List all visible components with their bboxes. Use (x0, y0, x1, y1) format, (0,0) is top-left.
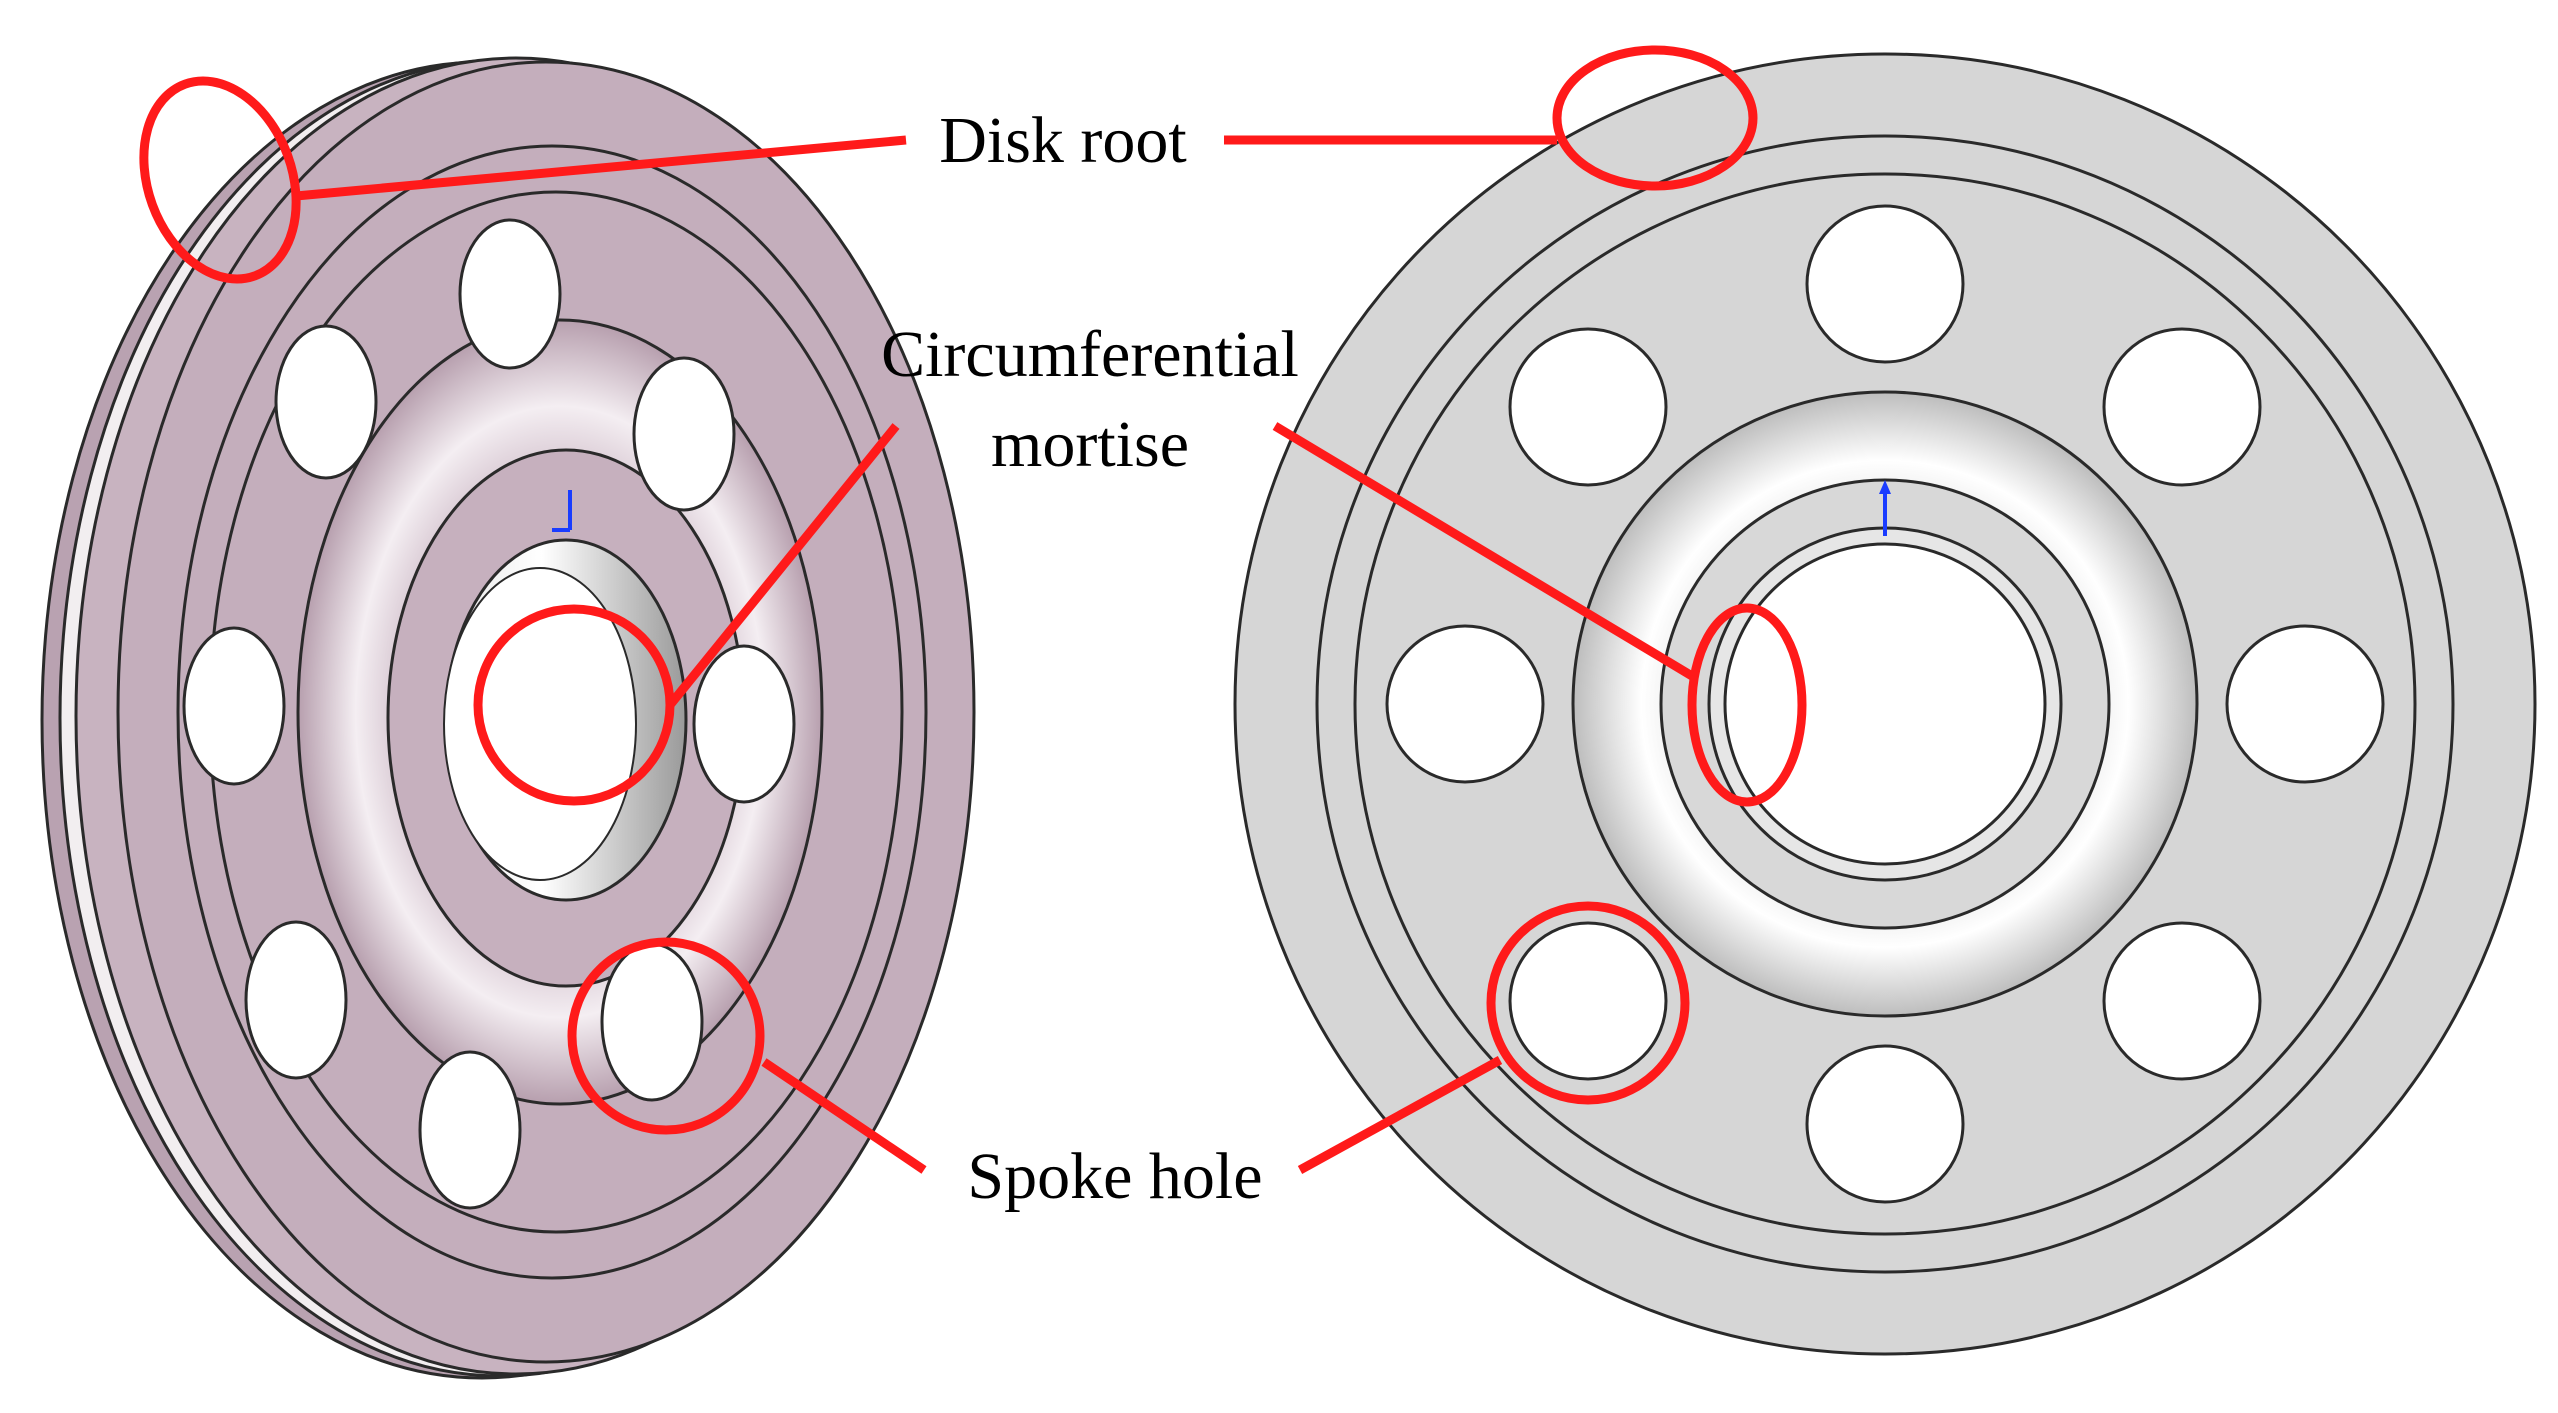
disk-root-circle-left (139, 76, 301, 284)
left-spoke-hole (458, 218, 562, 370)
spoke-hole-circle-right (1486, 901, 1690, 1105)
right-spoke-hole (2102, 921, 2262, 1081)
left-spoke-hole (182, 626, 286, 786)
right-spoke-hole (2102, 327, 2262, 487)
right-spoke-hole (1508, 327, 1668, 487)
circumferential-label: Circumferential (881, 318, 1299, 391)
right-axis-arrow (1879, 480, 1891, 494)
right-spoke-hole (1385, 624, 1545, 784)
disk-root-circle-right (1552, 45, 1758, 191)
right-disk-front-view (1233, 52, 2537, 1356)
mortise-leader-right (1272, 422, 1695, 680)
annotation-highlights (139, 45, 1807, 1174)
left-disk-perspective-view (40, 56, 976, 1380)
spoke-hole-leader-right (1297, 1056, 1503, 1174)
left-spoke-hole (244, 920, 348, 1080)
right-spoke-hole (2225, 624, 2385, 784)
right-spoke-holes (1385, 204, 2385, 1204)
right-spoke-hole (1508, 921, 1668, 1081)
right-disk-bore (1723, 542, 2047, 866)
left-spoke-hole (274, 324, 378, 480)
left-disk-groove-outer (176, 144, 928, 1280)
left-spoke-holes (182, 218, 796, 1210)
right-disk-groove-inner (1353, 172, 2417, 1236)
left-spoke-hole (632, 356, 736, 512)
right-disk-groove-outer (1315, 134, 2455, 1274)
mortise-leader-left (666, 423, 900, 708)
mortise-label: mortise (991, 408, 1189, 481)
spoke-hole-circle-left (567, 937, 765, 1135)
left-spoke-hole (692, 644, 796, 804)
left-spoke-hole (418, 1050, 522, 1210)
left-spoke-hole (600, 942, 704, 1102)
right-spoke-hole (1805, 204, 1965, 364)
spoke-hole-label: Spoke hole (967, 1140, 1262, 1213)
disk-root-leader-left (295, 135, 907, 201)
mortise-circle-right (1687, 603, 1807, 807)
disk-root-label: Disk root (939, 104, 1187, 177)
spoke-hole-leader-left (761, 1058, 927, 1174)
right-spoke-hole (1805, 1044, 1965, 1204)
